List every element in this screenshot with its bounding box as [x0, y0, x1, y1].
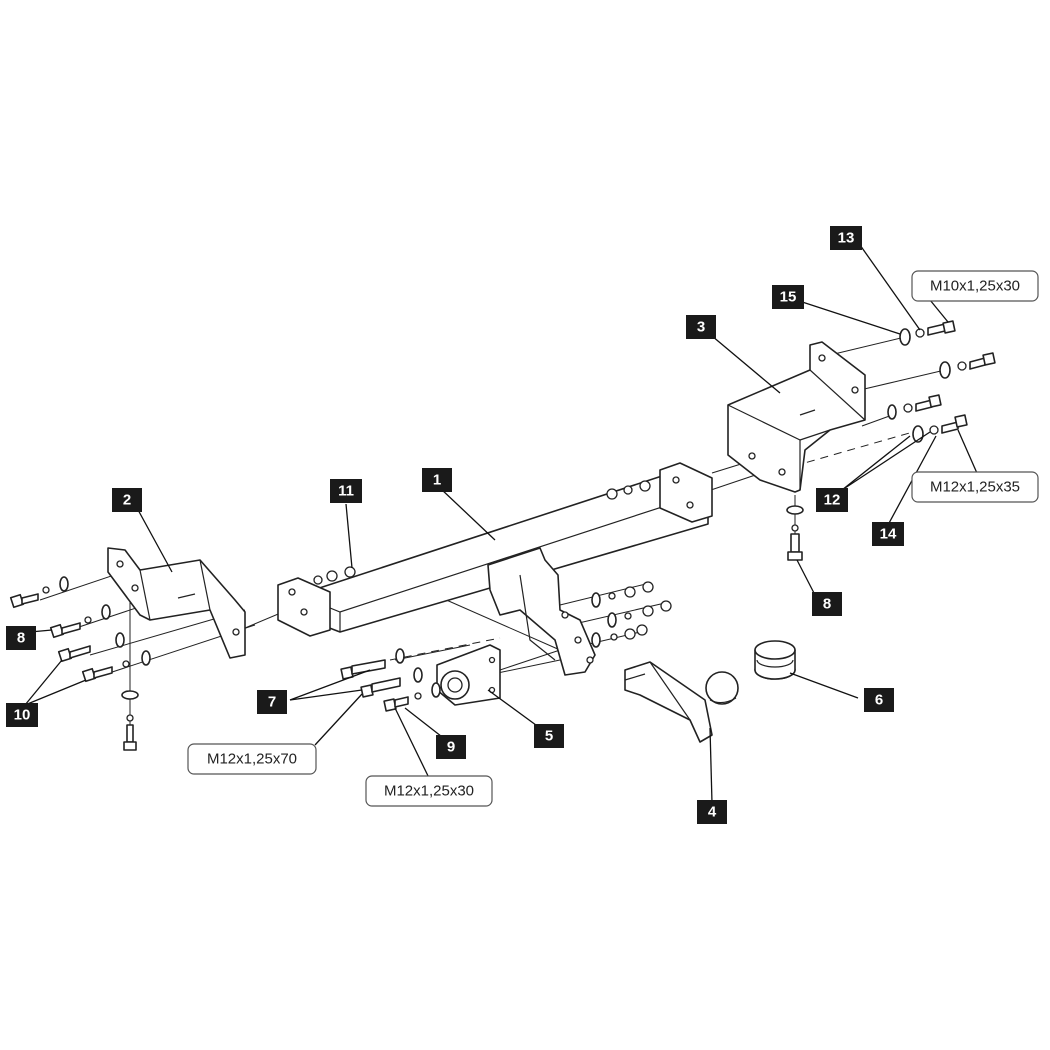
svg-text:5: 5: [545, 728, 553, 745]
svg-text:6: 6: [875, 692, 883, 709]
callout-3: 3: [686, 315, 716, 339]
callout-4: 4: [697, 800, 727, 824]
callout-2: 2: [112, 488, 142, 512]
callout-7: 7: [257, 690, 287, 714]
callout-14: 14: [872, 522, 904, 546]
svg-text:2: 2: [123, 492, 131, 509]
socket-plate: [436, 644, 501, 706]
left-bracket: [107, 547, 246, 659]
svg-text:10: 10: [14, 707, 31, 724]
spec-label-m12-35: M12x1,25x35: [911, 471, 1039, 503]
towball-neck: [624, 661, 739, 743]
svg-text:8: 8: [823, 596, 831, 613]
ball-cap: [754, 640, 796, 680]
svg-text:14: 14: [880, 526, 897, 543]
main-cross-tube: [277, 462, 713, 637]
svg-text:1: 1: [433, 472, 441, 489]
callout-1: 1: [422, 468, 452, 492]
spec-label-m12-30: M12x1,25x30: [365, 775, 493, 807]
right-bracket: [727, 341, 866, 493]
svg-text:15: 15: [780, 289, 797, 306]
svg-text:9: 9: [447, 739, 455, 756]
right-fasteners: [786, 320, 996, 561]
svg-text:M12x1,25x30: M12x1,25x30: [384, 783, 474, 800]
center-mount-bracket: [487, 547, 596, 676]
svg-text:M10x1,25x30: M10x1,25x30: [930, 278, 1020, 295]
callout-8-right: 8: [812, 592, 842, 616]
svg-text:13: 13: [838, 230, 855, 247]
callout-11: 11: [330, 479, 362, 503]
callout-6: 6: [864, 688, 894, 712]
callout-9: 9: [436, 735, 466, 759]
callout-10: 10: [6, 703, 38, 727]
svg-text:12: 12: [824, 492, 841, 509]
tube-nuts: [313, 480, 651, 585]
spec-label-m12-70: M12x1,25x70: [187, 743, 317, 775]
callout-13: 13: [830, 226, 862, 250]
svg-text:11: 11: [338, 483, 354, 500]
svg-text:M12x1,25x70: M12x1,25x70: [207, 751, 297, 768]
svg-text:4: 4: [708, 804, 717, 821]
callout-15: 15: [772, 285, 804, 309]
center-fasteners: [340, 581, 672, 712]
svg-text:8: 8: [17, 630, 25, 647]
svg-text:7: 7: [268, 694, 276, 711]
callout-8-left: 8: [6, 626, 36, 650]
leader-lines: [24, 244, 981, 804]
callout-12: 12: [816, 488, 848, 512]
svg-text:M12x1,25x35: M12x1,25x35: [930, 479, 1020, 496]
svg-text:3: 3: [697, 319, 705, 336]
left-fasteners: [9, 576, 151, 751]
spec-label-m10-30: M10x1,25x30: [911, 270, 1039, 302]
callout-5: 5: [534, 724, 564, 748]
